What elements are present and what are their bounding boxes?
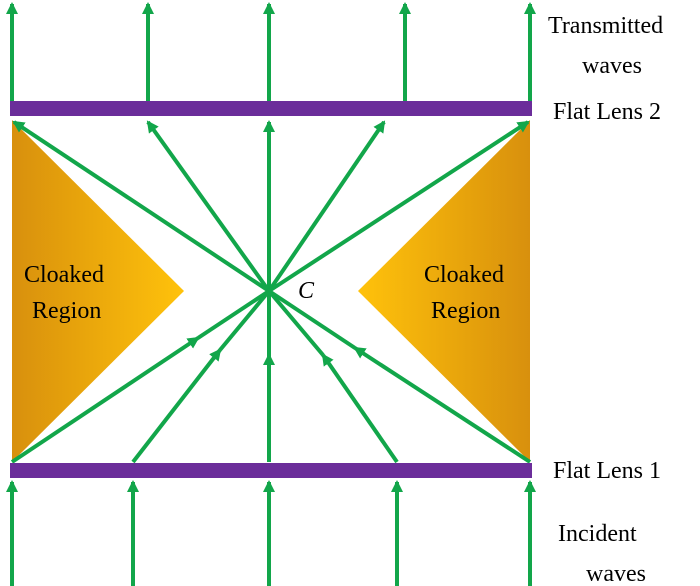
diverging-ray-5 [267, 120, 530, 293]
converging-ray-5-tail [267, 289, 357, 350]
converging-ray-1-tail [196, 289, 271, 340]
converging-ray-2 [131, 348, 222, 464]
incident-wave-rays [5, 480, 536, 586]
diverging-ray-4 [267, 120, 386, 293]
converging-ray-5 [353, 346, 532, 464]
flat-lens-2-label: Flat Lens 2 [553, 99, 661, 125]
converging-rays [10, 289, 532, 464]
transmitted-waves-label-line1: Transmitted [548, 13, 663, 39]
center-point-label: C [298, 278, 315, 304]
converging-ray-4-tail [267, 289, 325, 357]
cloaked-region-right-label-line2: Region [431, 298, 500, 324]
cloaked-region-left-label-line1: Cloaked [24, 262, 104, 288]
flat-lens-1 [10, 463, 532, 478]
incident-waves-label-line1: Incident [558, 521, 637, 547]
converging-ray-1 [10, 336, 200, 464]
cloaked-region-right-label-line1: Cloaked [424, 262, 504, 288]
diverging-ray-2 [146, 120, 271, 293]
transmitted-wave-rays [5, 2, 536, 110]
transmitted-waves-label-line2: waves [582, 53, 642, 79]
flat-lens-1-label: Flat Lens 1 [553, 458, 661, 484]
converging-ray-4 [321, 353, 399, 464]
diverging-ray-1 [12, 120, 271, 293]
cloaked-region-left-label-line2: Region [32, 298, 101, 324]
converging-ray-2-tail [218, 289, 271, 352]
flat-lens-2 [10, 101, 532, 116]
cloaked-region-left [12, 120, 184, 462]
incident-waves-label-line2: waves [586, 561, 646, 586]
cloaked-region-right [358, 120, 530, 462]
diverging-rays [12, 120, 530, 293]
